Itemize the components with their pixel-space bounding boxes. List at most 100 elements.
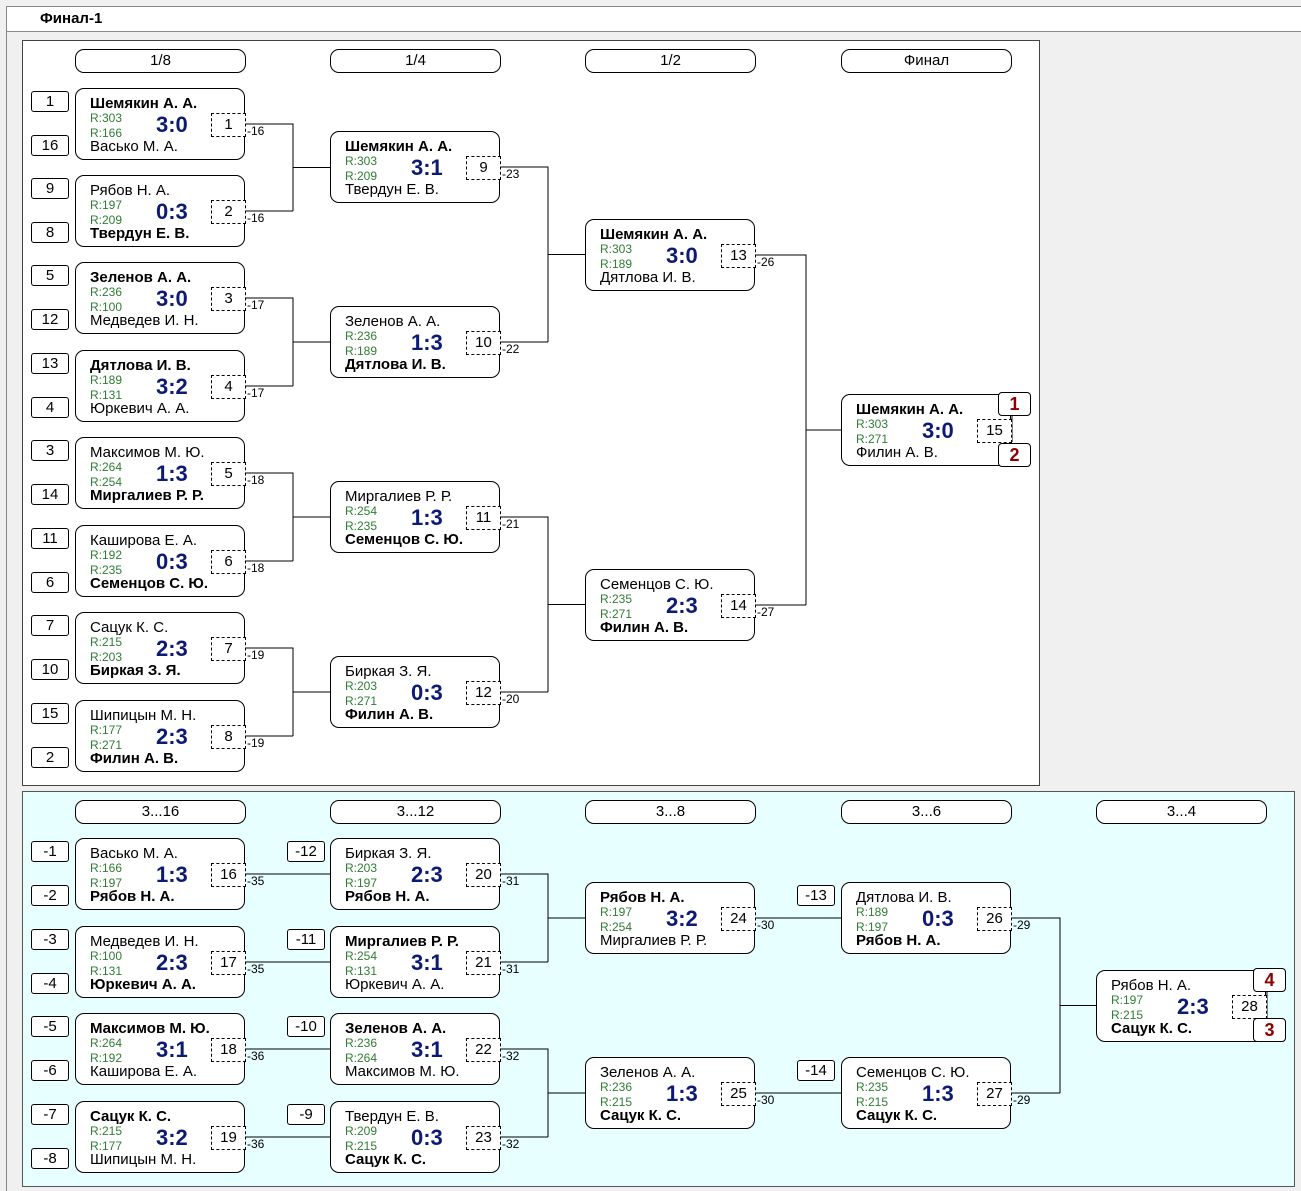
cons-round-header-1[interactable]: 3...16 [75,800,246,824]
rating-bottom: R:166 [90,126,123,140]
seed-box: 7 [31,615,69,636]
cons-round-header-3[interactable]: 3...8 [585,800,756,824]
player-bottom: Семенцов С. Ю. [90,575,209,592]
match-score: 2:3 [411,862,443,887]
match-number: 18 [211,1038,246,1062]
place-3-badge: 3 [1253,1018,1286,1042]
cons-round-header-2[interactable]: 3...12 [330,800,501,824]
rating-top: R:166 [90,861,123,875]
rating-bottom: R:235 [90,563,123,577]
player-top: Зеленов А. А. [345,313,441,330]
player-top: Миргалиев Р. Р. [345,488,453,505]
connector-line [755,254,841,606]
match-number: 4 [211,375,246,399]
match-score: 3:1 [411,950,443,975]
match-number: 8 [211,725,246,749]
loser-label: -29 [1013,1093,1031,1107]
player-bottom: Юркевич А. А. [90,400,190,417]
seed-box: -2 [31,885,69,906]
loser-label: -30 [757,918,775,932]
match-number: 5 [211,462,246,486]
round-header-4[interactable]: Финал [841,49,1012,73]
rating-top: R:303 [856,417,889,431]
player-top: Зеленов А. А. [345,1020,447,1037]
player-bottom: Рябов Н. А. [345,888,430,905]
rating-bottom: R:254 [600,920,633,934]
rating-bottom: R:177 [90,1139,123,1153]
loser-label: -22 [502,342,520,356]
seed-box: -8 [31,1148,69,1169]
match-score: 3:1 [411,1037,443,1062]
player-top: Шемякин А. А. [345,138,453,155]
player-bottom: Твердун Е. В. [345,181,439,198]
rating-top: R:197 [90,198,123,212]
rating-bottom: R:100 [90,300,123,314]
round-header-2[interactable]: 1/4 [330,49,501,73]
player-bottom: Семенцов С. Ю. [345,531,464,548]
rating-top: R:100 [90,949,123,963]
match-number: 3 [211,287,246,311]
seed-box: -11 [287,929,325,950]
connector-line [500,873,585,963]
connector-line [1011,917,1096,1094]
match-score: 2:3 [156,950,188,975]
rating-bottom: R:271 [600,607,633,621]
seed-box: 15 [31,703,69,724]
match-number: 11 [466,506,501,530]
rating-top: R:215 [90,1124,123,1138]
cons-round-header-5[interactable]: 3...4 [1096,800,1267,824]
round-header-3[interactable]: 1/2 [585,49,756,73]
loser-label: -17 [247,386,265,400]
rating-top: R:235 [856,1080,889,1094]
cons-round-header-4[interactable]: 3...6 [841,800,1012,824]
match-score: 2:3 [1177,994,1209,1019]
seed-box: -14 [797,1060,835,1081]
match-number: 1 [211,113,246,137]
match-number: 22 [466,1038,501,1062]
match-score: 0:3 [411,680,443,705]
match-score: 1:3 [156,862,188,887]
seed-box: 4 [31,397,69,418]
loser-label: -18 [247,561,265,575]
connector-line [245,647,330,737]
rating-bottom: R:271 [345,694,378,708]
match-number: 26 [977,907,1012,931]
round-header-1[interactable]: 1/8 [75,49,246,73]
match-number: 10 [466,331,501,355]
match-number: 14 [721,594,756,618]
seed-box: 9 [31,178,69,199]
rating-bottom: R:189 [600,257,633,271]
rating-top: R:303 [90,111,123,125]
player-top: Зеленов А. А. [90,269,192,286]
rating-bottom: R:197 [90,876,123,890]
player-top: Рябов Н. А. [90,182,171,199]
